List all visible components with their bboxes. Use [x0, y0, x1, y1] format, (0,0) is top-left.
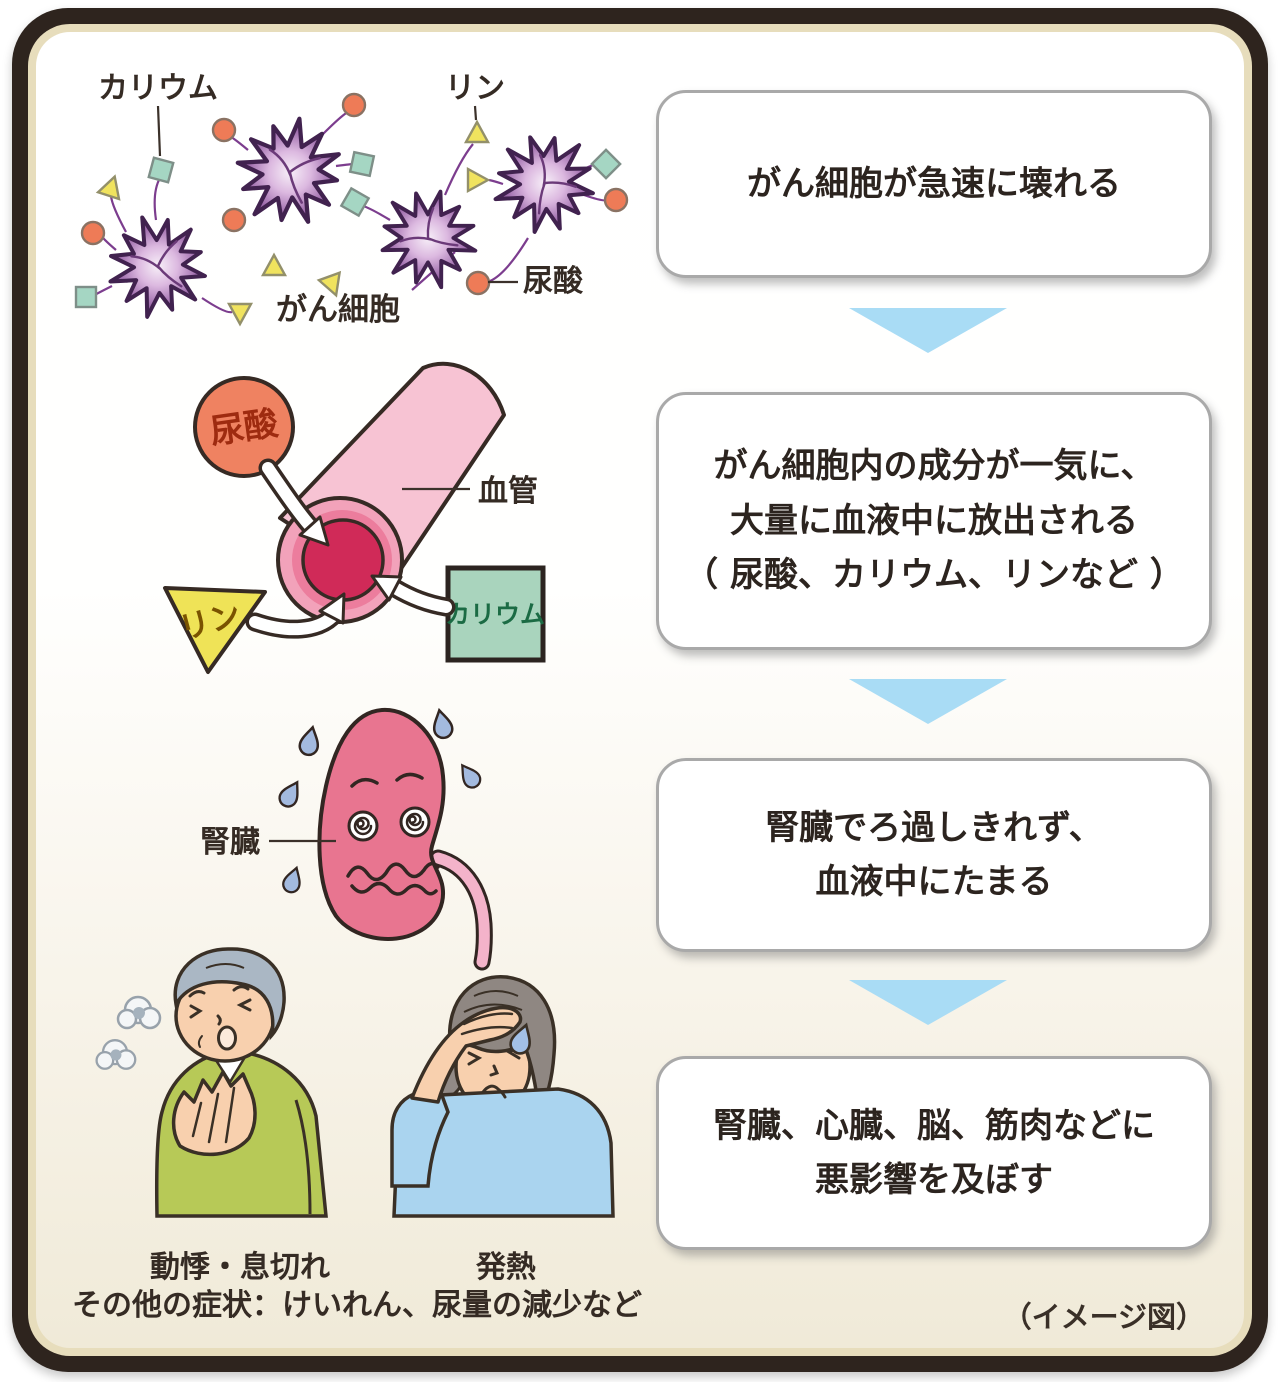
flow-arrow-down-icon	[849, 308, 1007, 353]
cancer-cell-label: がん細胞	[276, 292, 400, 328]
kidney-illustration: 腎臓	[200, 707, 493, 971]
uric-acid-particle	[211, 117, 237, 143]
flow-arrow-down-icon	[849, 980, 1007, 1025]
man-hair	[173, 947, 286, 1041]
uric-acid-node	[193, 376, 295, 478]
flow-step-2-line-3: （ 尿酸、カリウム、リンなど ）	[684, 555, 1184, 596]
other-symptoms-note: その他の症状：けいれん、尿量の減少など	[72, 1288, 642, 1323]
fever-label: 発熱	[476, 1250, 536, 1285]
kidney-body	[317, 707, 446, 941]
flow-step-2: がん細胞内の成分が一気に、 大量に血液中に放出される （ 尿酸、カリウム、リンな…	[656, 392, 1212, 650]
uric-acid-particle	[465, 270, 491, 296]
uric-acid-particle	[603, 187, 629, 213]
flow-step-1-line-1: がん細胞が急速に壊れる	[747, 163, 1121, 204]
uric-acid-particle	[341, 92, 367, 118]
flow-step-4: 腎臓、心臓、脳、筋肉などに 悪影響を及ぼす	[656, 1056, 1212, 1250]
ureter-fill	[432, 852, 490, 968]
potassium-particle	[74, 285, 98, 309]
flow-arrow-down-icon	[849, 679, 1007, 724]
potassium-particle	[348, 150, 376, 178]
uric-acid-particle	[80, 220, 106, 246]
blood-vessel-label: 血管	[478, 474, 538, 509]
flow-step-1: がん細胞が急速に壊れる	[656, 90, 1212, 278]
flow-step-4-line-1: 腎臓、心臓、脳、筋肉などに	[713, 1105, 1155, 1146]
blood-vessel-illustration: 尿酸 リン カリウム 血管	[163, 361, 546, 674]
man-palpitations	[95, 947, 328, 1218]
man-face-features	[188, 985, 252, 1048]
palpitations-label: 動悸・息切れ	[150, 1250, 330, 1285]
flow-step-2-line-1: がん細胞内の成分が一気に、	[713, 446, 1155, 487]
potassium-label: カリウム	[98, 71, 218, 106]
phosphorus-particle	[261, 253, 287, 277]
woman-sleeve	[390, 1088, 450, 1188]
man-mouth	[217, 1025, 237, 1051]
kidney-face	[346, 772, 440, 896]
potassium-node-label: カリウム	[445, 600, 545, 629]
image-caption: （イメージ図）	[1002, 1300, 1205, 1334]
potassium-particle	[590, 148, 622, 180]
uric-acid-particle	[221, 207, 247, 233]
breath-puff-icon	[116, 995, 162, 1030]
flow-step-4-line-2: 悪影響を及ぼす	[815, 1160, 1053, 1200]
woman-finger-lines	[460, 1012, 514, 1036]
phosphorus-particle	[96, 171, 127, 201]
flow-step-3-line-2: 血液中にたまる	[815, 862, 1053, 902]
potassium-particle	[147, 156, 175, 184]
flow-step-3-line-1: 腎臓でろ過しきれず、	[765, 807, 1103, 848]
breath-puff-icon	[95, 1039, 137, 1070]
phosphorus-label: リン	[445, 71, 505, 106]
phosphorus-particle	[466, 167, 490, 193]
flow-step-3: 腎臓でろ過しきれず、 血液中にたまる	[656, 758, 1212, 952]
flow-step-2-line-2: 大量に血液中に放出される	[730, 500, 1138, 541]
man-finger-lines	[191, 1086, 236, 1144]
woman-fever	[390, 975, 615, 1218]
phosphorus-particle	[227, 302, 253, 326]
uric-acid-node-label: 尿酸	[208, 403, 282, 452]
cancer-cell-1	[98, 208, 217, 329]
symptoms-illustration	[95, 947, 615, 1218]
man-hair-strand	[205, 963, 245, 969]
man-arm-line	[294, 1099, 312, 1215]
cancer-cells-illustration: カリウム リン がん細胞 尿酸	[74, 71, 629, 329]
woman-hair-strands	[463, 990, 523, 1013]
label-pointer-lines	[156, 105, 518, 284]
kidney-label: 腎臓	[200, 825, 260, 860]
uric-acid-label: 尿酸	[523, 264, 584, 299]
phosphorus-node	[163, 586, 267, 674]
woman-forearm-hand	[410, 1005, 523, 1104]
inflow-arrows	[245, 458, 456, 639]
potassium-particle	[340, 187, 370, 217]
potassium-node	[445, 565, 546, 663]
phosphorus-particle	[464, 120, 490, 144]
